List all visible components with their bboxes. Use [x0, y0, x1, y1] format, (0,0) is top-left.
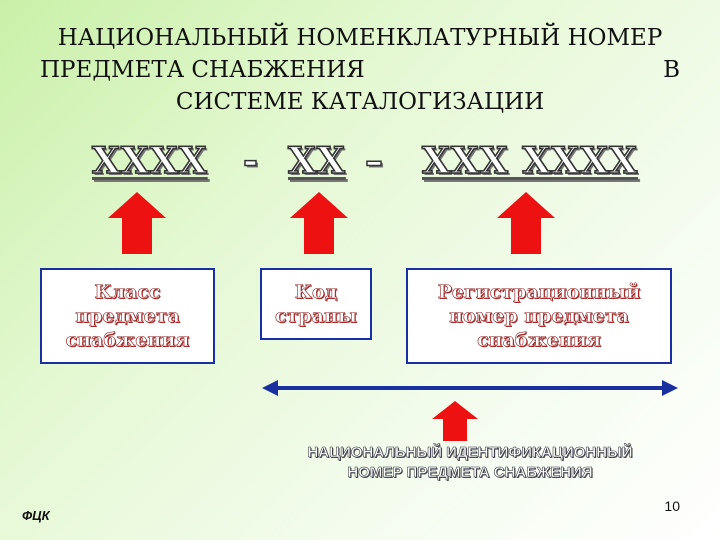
slide-title: НАЦИОНАЛЬНЫЙ НОМЕНКЛАТУРНЫЙ НОМЕР ПРЕДМЕ…: [40, 22, 680, 118]
code-separator-2: –: [364, 139, 384, 183]
code-part-country: XX: [287, 139, 346, 183]
title-line-2-right: В: [663, 57, 680, 83]
title-line-2-left: ПРЕДМЕТА СНАБЖЕНИЯ: [40, 57, 365, 83]
code-separator-1: -: [242, 139, 259, 183]
page-number: 10: [664, 498, 680, 514]
title-line-2: ПРЕДМЕТА СНАБЖЕНИЯ В: [40, 54, 680, 86]
arrow-up-icon: [108, 192, 166, 254]
box-supply-class: Класс предмета снабжения: [40, 268, 215, 364]
footer-logo-text: ФЦК: [22, 508, 50, 523]
title-line-3: СИСТЕМЕ КАТАЛОГИЗАЦИИ: [175, 89, 545, 115]
box-country-code: Код страны: [260, 268, 372, 340]
title-line-1: НАЦИОНАЛЬНЫЙ НОМЕНКЛАТУРНЫЙ НОМЕР: [57, 25, 663, 51]
arrow-up-icon: [432, 401, 478, 441]
code-part-class: XXXX: [91, 139, 208, 183]
double-arrow-line: [262, 380, 678, 396]
code-part-registration: XXX XXXX: [421, 139, 639, 183]
arrow-up-icon: [290, 192, 348, 254]
arrow-up-icon: [497, 192, 555, 254]
caption-line-2: НОМЕР ПРЕДМЕТА СНАБЖЕНИЯ: [347, 464, 593, 482]
caption-line-1: НАЦИОНАЛЬНЫЙ ИДЕНТИФИКАЦИОННЫЙ: [307, 444, 633, 462]
box-registration-number: Регистрационный номер предмета снабжения: [406, 268, 672, 364]
caption: НАЦИОНАЛЬНЫЙ ИДЕНТИФИКАЦИОННЫЙ НОМЕР ПРЕ…: [240, 443, 700, 483]
